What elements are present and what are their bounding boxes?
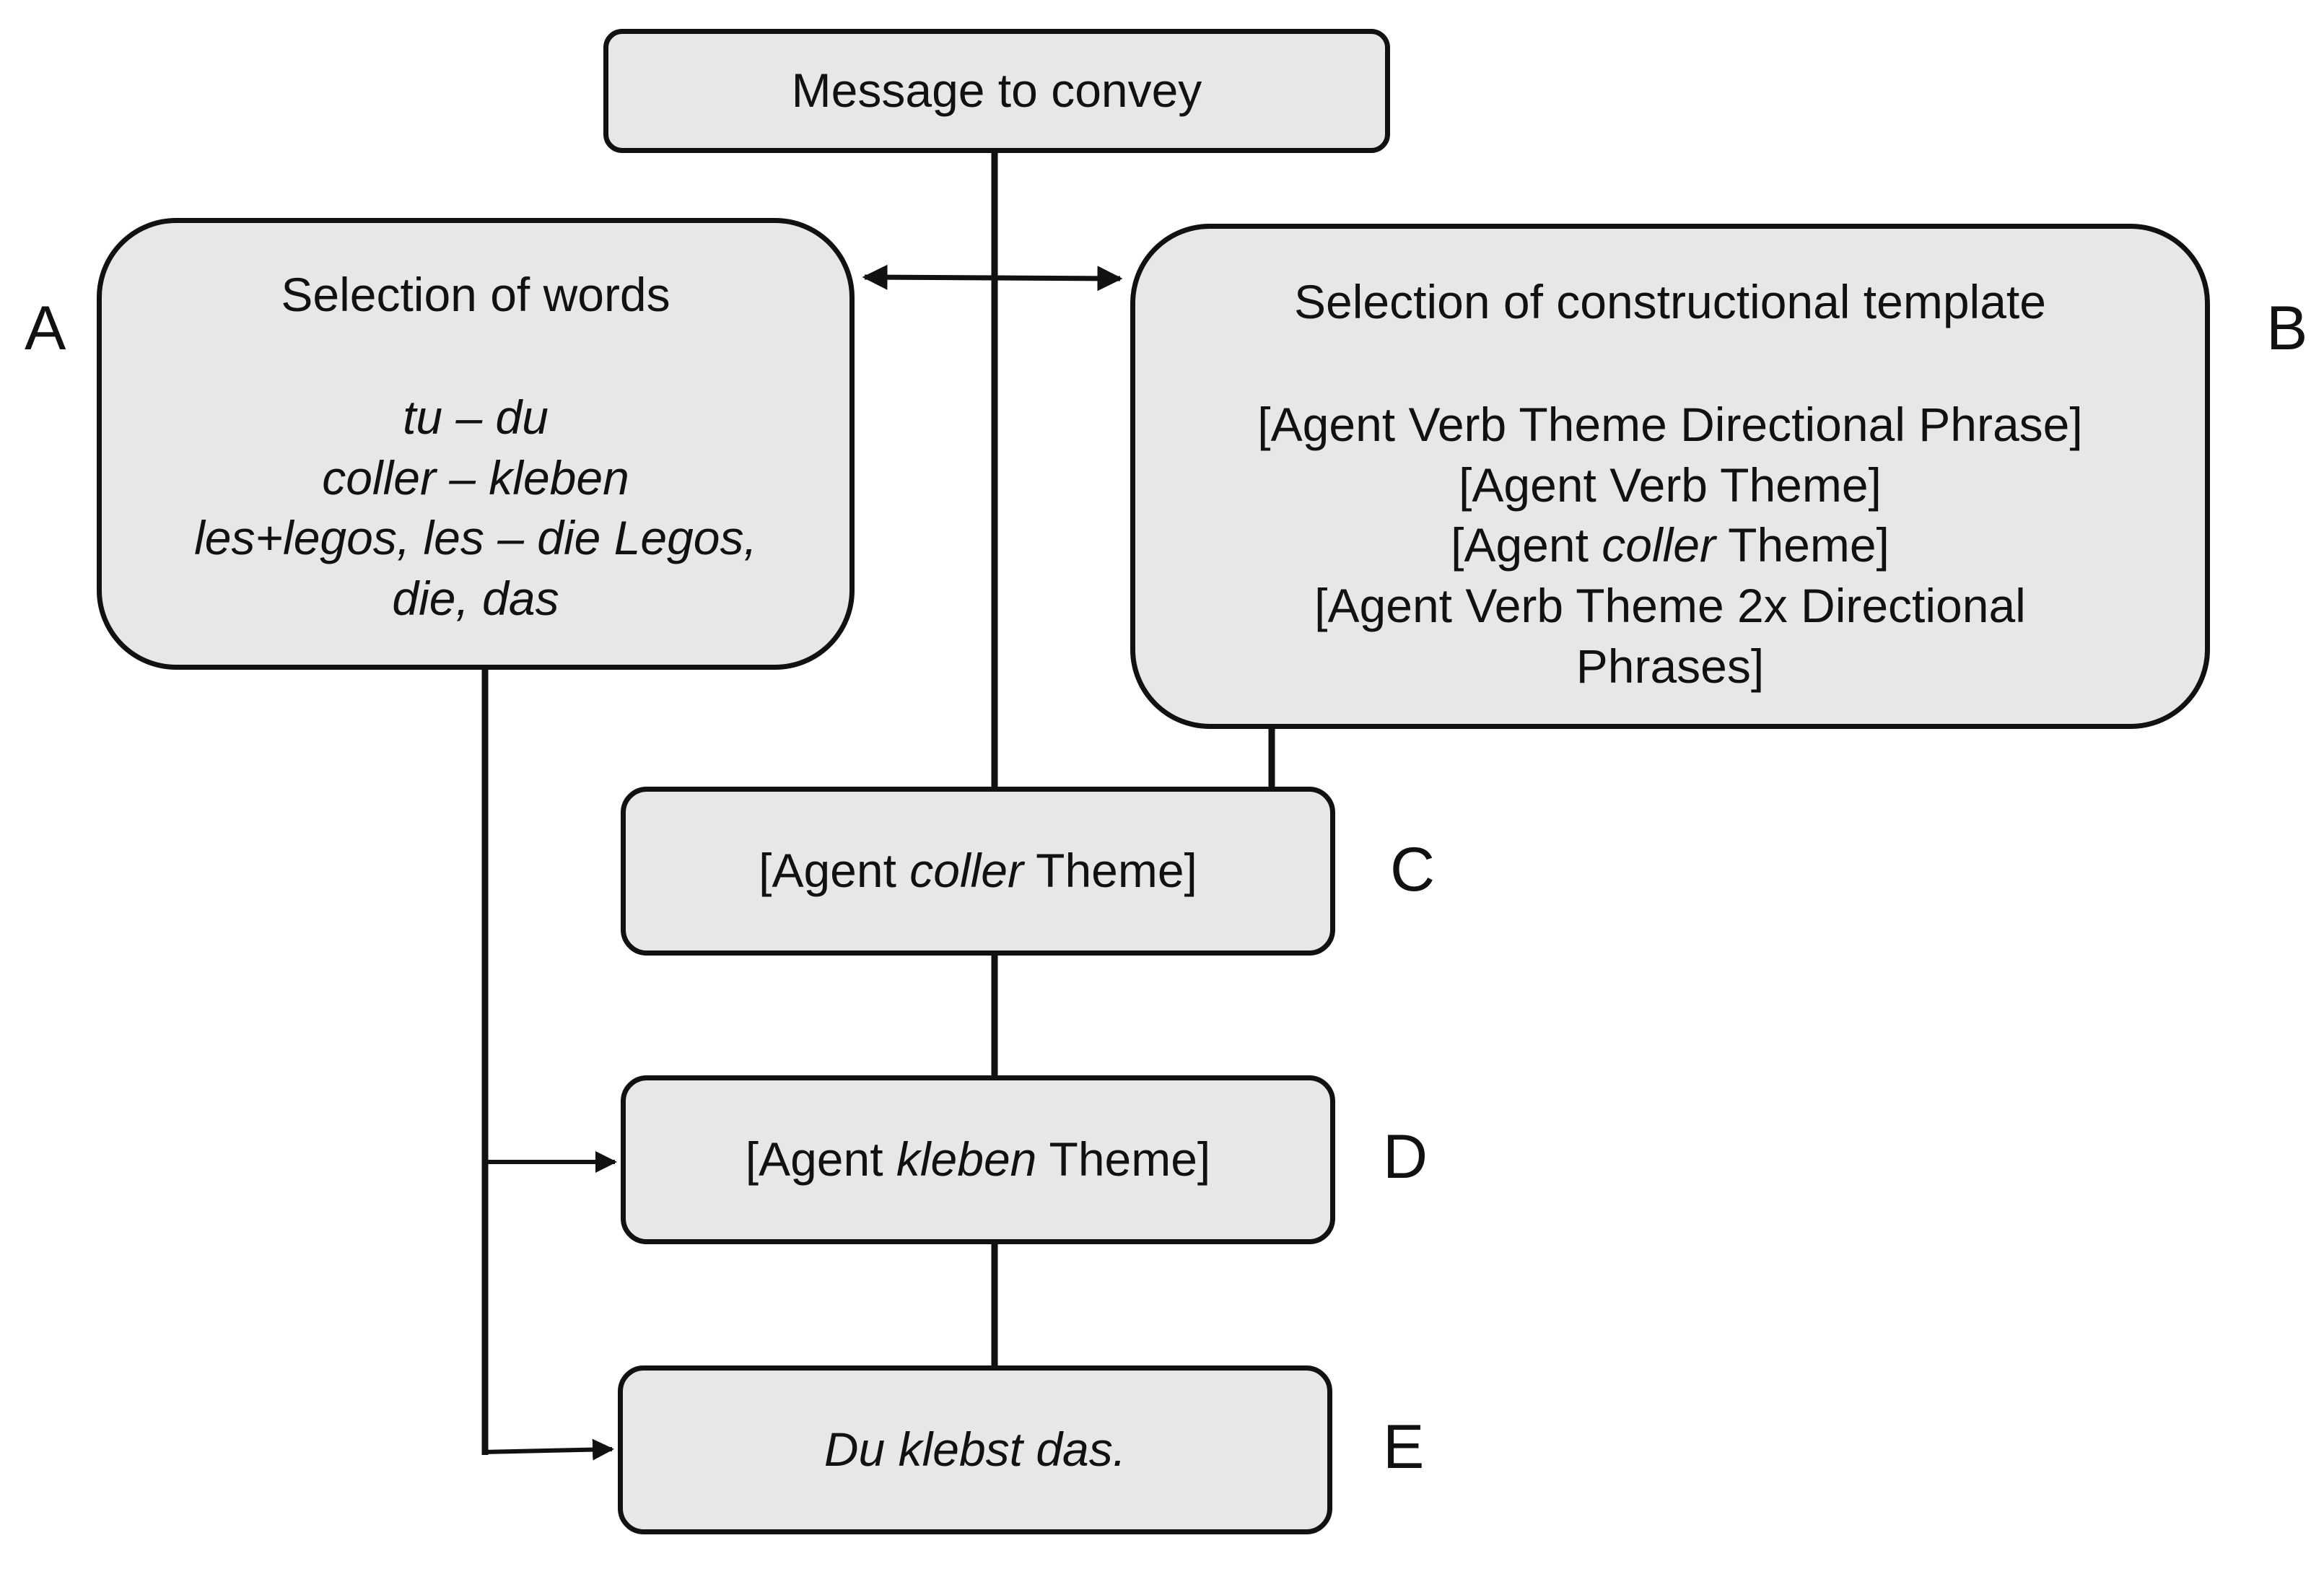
node-template-line: [Agent Verb Theme] [1459, 458, 1882, 512]
node-words-title: Selection of words [281, 268, 670, 321]
node-template-line: [Agent Verb Theme 2x Directional [1314, 579, 2026, 633]
node-c-label: [Agent coller Theme] [759, 844, 1197, 898]
node-message-label: Message to convey [791, 64, 1202, 118]
node-template-title: Selection of constructional template [1294, 275, 2046, 328]
node-message: Message to convey [603, 29, 1390, 153]
edge-words-to-e-arrow [481, 1438, 614, 1461]
node-words-line: coller – kleben [322, 450, 629, 504]
label-letter-c: C [1390, 835, 1436, 904]
node-e-label: Du klebst das. [824, 1422, 1127, 1477]
node-words-line: die, das [392, 572, 559, 626]
node-template-line: [Agent coller Theme] [1451, 518, 1890, 572]
label-letter-e: E [1383, 1412, 1425, 1482]
node-template-line: [Agent Verb Theme Directional Phrase] [1257, 397, 2083, 451]
node-template-line: Phrases] [1576, 639, 1765, 694]
node-words-line: tu – du [403, 390, 549, 444]
node-selection-of-template: Selection of constructional template [Ag… [1130, 224, 2210, 729]
node-selection-of-words: Selection of words tu – du coller – kleb… [97, 218, 855, 670]
label-letter-b: B [2266, 294, 2308, 363]
edge-words-template-double-arrow [862, 264, 1123, 292]
node-e-output-sentence: Du klebst das. [618, 1365, 1332, 1534]
label-letter-d: D [1383, 1122, 1428, 1192]
node-c-agent-coller-theme: [Agent coller Theme] [621, 787, 1335, 956]
node-d-label: [Agent kleben Theme] [745, 1132, 1211, 1186]
label-letter-a: A [25, 294, 66, 363]
node-d-agent-kleben-theme: [Agent kleben Theme] [621, 1075, 1335, 1244]
node-words-line: les+legos, les – die Legos, [194, 511, 757, 565]
